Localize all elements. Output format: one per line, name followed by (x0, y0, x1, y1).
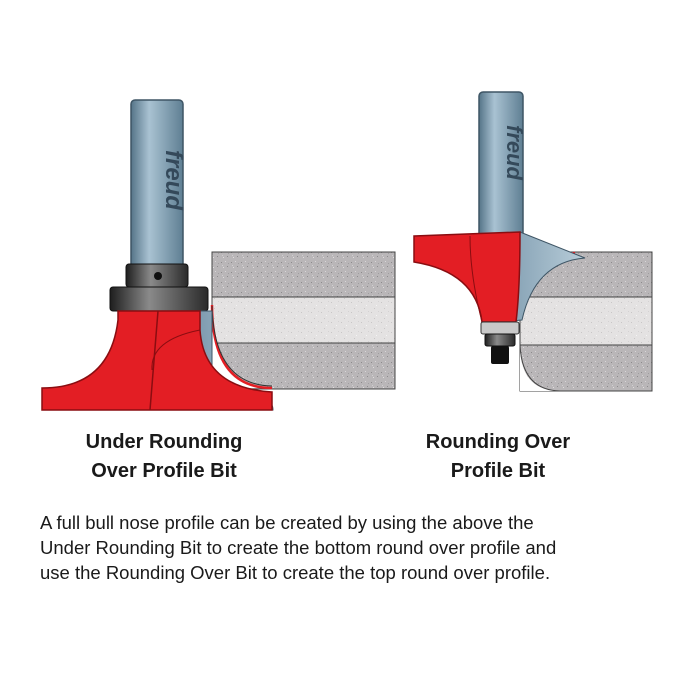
description-paragraph: A full bull nose profile can be created … (40, 510, 655, 585)
right-freud-logo: freud (502, 125, 527, 181)
left-bit-illustration: freud (41, 99, 396, 411)
left-carbide-cutter (41, 310, 273, 411)
right-bearing-ring (484, 333, 516, 347)
right-bit-illustration: freud (413, 91, 653, 392)
left-bit-caption: Under Rounding Over Profile Bit (54, 428, 274, 486)
left-caption-line-1: Under Rounding (85, 431, 243, 453)
left-freud-logo: freud (160, 150, 187, 211)
left-set-screw (154, 272, 162, 280)
right-workpiece (518, 251, 653, 392)
right-steel-body (499, 231, 586, 323)
right-bearing (480, 321, 520, 335)
right-caption-line-2: Profile Bit (450, 460, 546, 482)
right-bit-caption: Rounding Over Profile Bit (388, 428, 608, 486)
description-line-2: Under Rounding Bit to create the bottom … (40, 537, 557, 558)
left-bearing (109, 286, 209, 312)
left-caption-line-2: Over Profile Bit (91, 460, 237, 482)
right-carbide-cutter (413, 231, 521, 323)
right-bearing-screw (491, 346, 509, 364)
left-workpiece (210, 251, 396, 390)
description-line-3: use the Rounding Over Bit to create the … (40, 562, 551, 583)
description-line-1: A full bull nose profile can be created … (40, 512, 534, 533)
right-caption-line-1: Rounding Over (425, 431, 571, 453)
